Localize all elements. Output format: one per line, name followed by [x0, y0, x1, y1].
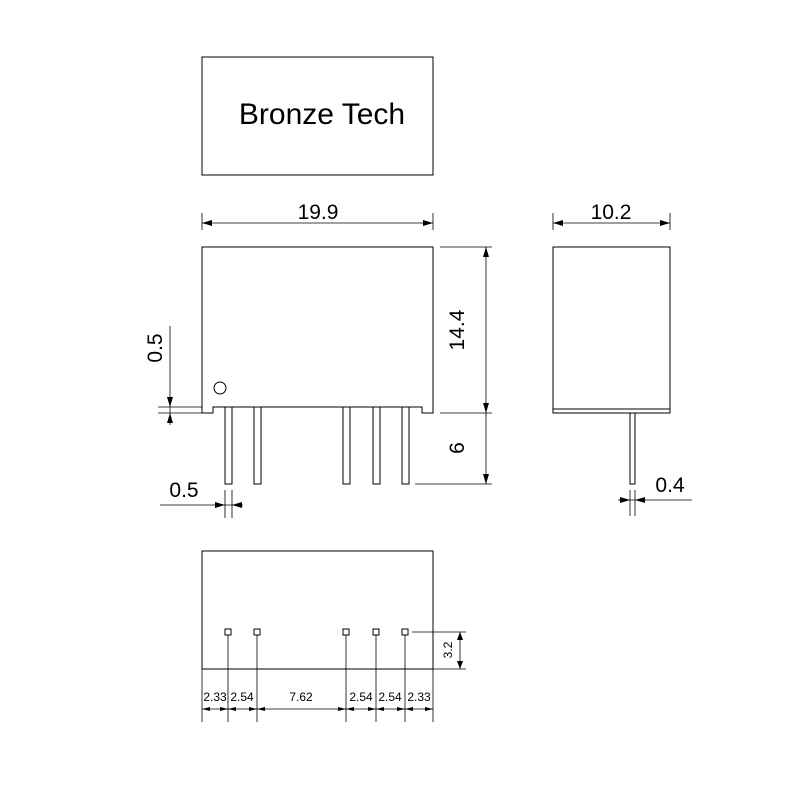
pad-extension-lines	[201, 635, 434, 722]
pitch-dimension-line	[202, 707, 433, 711]
pitch-label: 2.33	[407, 690, 431, 704]
label-box: Bronze Tech	[201, 56, 434, 176]
pin-length-label: 6	[446, 442, 469, 454]
pitch-labels: 2.33 2.54 7.62 2.54 2.54 2.33	[203, 690, 431, 704]
side-pin	[629, 412, 636, 485]
front-pin	[253, 406, 262, 485]
brand-label: Bronze Tech	[239, 98, 405, 131]
side-width-dimension: 10.2	[552, 201, 671, 230]
front-width-dimension: 19.9	[201, 201, 434, 230]
pitch-label: 7.62	[289, 690, 313, 704]
pad	[401, 628, 409, 636]
front-pins	[224, 406, 410, 485]
pad	[224, 628, 232, 636]
standoff-dimension: 0.5	[144, 326, 202, 425]
front-height-label: 14.4	[446, 309, 469, 350]
pin-length-dimension: 6	[415, 413, 492, 485]
front-width-label: 19.9	[298, 201, 339, 224]
pitch-label: 2.54	[378, 690, 402, 704]
pin-thickness-dimension: 0.4	[618, 474, 692, 516]
pin1-marker	[213, 381, 227, 395]
pin-width-label: 0.5	[169, 479, 198, 502]
pin-thickness-label: 0.4	[655, 474, 685, 497]
label-box-border	[201, 56, 434, 176]
row-offset-dimension: 3.2	[412, 631, 466, 670]
pitch-label: 2.54	[349, 690, 373, 704]
pad	[372, 628, 380, 636]
bottom-body-outline	[201, 550, 434, 670]
row-offset-label: 3.2	[441, 641, 455, 658]
standoff-label: 0.5	[144, 333, 167, 362]
front-pin	[342, 406, 351, 485]
pad	[253, 628, 261, 636]
pin-width-dimension: 0.5	[160, 479, 243, 518]
bottom-pads	[224, 628, 409, 636]
pitch-label: 2.54	[230, 690, 254, 704]
side-width-label: 10.2	[591, 201, 632, 224]
front-body-outline	[201, 246, 434, 414]
side-view: 10.2 0.4	[552, 201, 692, 516]
bottom-view: 2.33 2.54 7.62 2.54 2.54 2.33 3.2	[201, 550, 466, 722]
side-body-outline	[552, 246, 671, 414]
front-pin	[224, 406, 233, 485]
front-height-dimension: 14.4	[440, 246, 492, 414]
front-pin	[372, 406, 381, 485]
pitch-label: 2.33	[203, 690, 227, 704]
front-view: 19.9 14.4 6	[144, 201, 492, 518]
pad	[342, 628, 350, 636]
front-pin	[401, 406, 410, 485]
